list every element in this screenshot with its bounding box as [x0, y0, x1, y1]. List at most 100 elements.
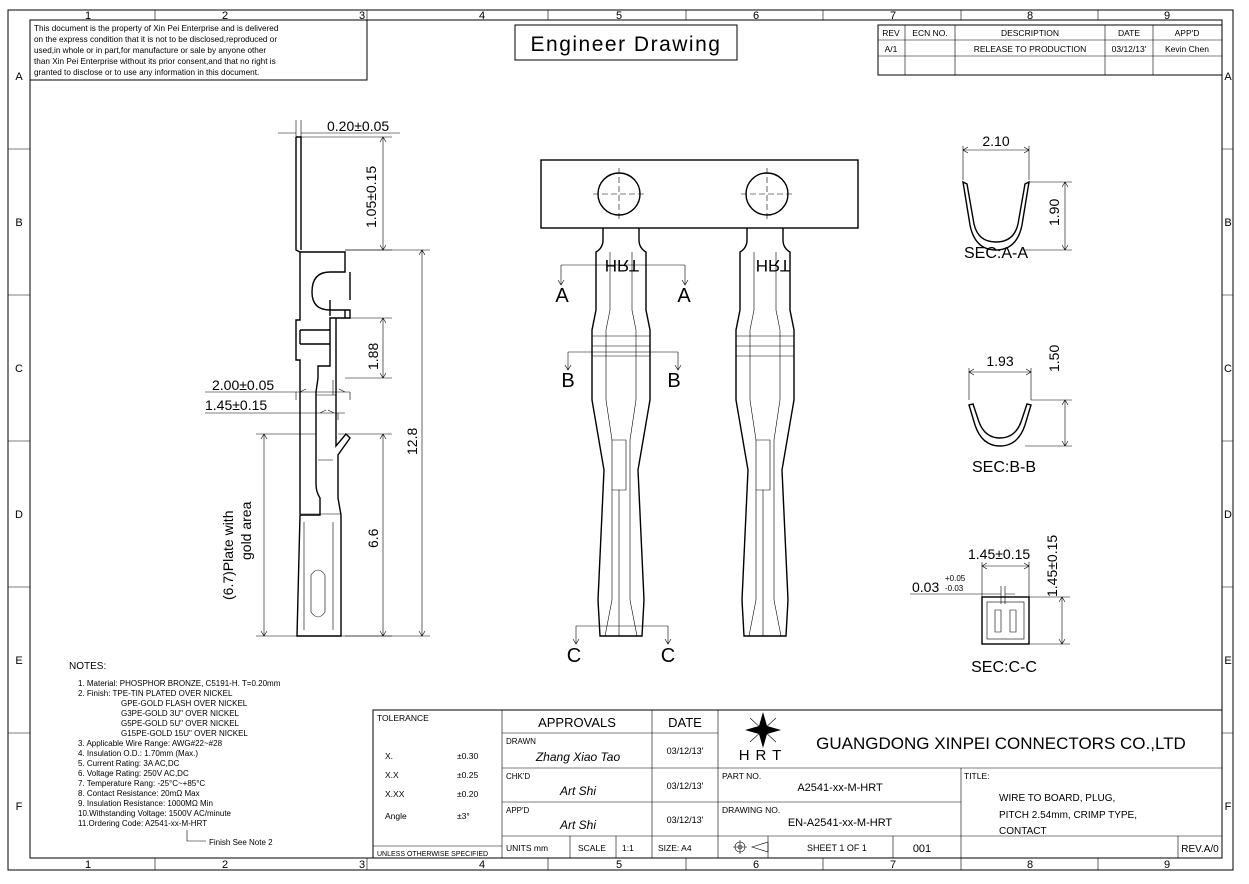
disclaimer-line: This document is the property of Xin Pei… — [34, 24, 279, 33]
scale-label: SCALE — [578, 843, 606, 853]
tol-key: X. — [385, 751, 393, 761]
scale-value: 1:1 — [622, 843, 634, 853]
disclaimer-line: used,in whole or in part,for manufacture… — [34, 46, 266, 55]
note-line: 8. Contact Resistance: 20mΩ Max — [78, 789, 200, 798]
rev-header: REV — [882, 28, 900, 38]
sec-c-gap: 0.03 — [912, 579, 939, 595]
col-label: 1 — [85, 10, 91, 22]
disclaimer-line: granted to disclose or to use any inform… — [34, 68, 259, 77]
side-view: 0.20±0.05 1.05±0.15 1.88 2.00±0.05 1.45±… — [205, 118, 430, 637]
rev-header: APP'D — [1175, 28, 1200, 38]
section-letter-c-left: C — [567, 645, 581, 667]
sec-c-gap-plus: +0.05 — [945, 574, 966, 583]
rev-header: ECN NO. — [912, 28, 947, 38]
tol-val: ±0.20 — [457, 789, 478, 799]
tolerance-label: TOLERANCE — [377, 713, 429, 723]
tol-key: X.XX — [385, 789, 405, 799]
drawn-label: DRAWN — [506, 737, 536, 746]
appd-name: Art Shi — [559, 818, 596, 832]
sec-b-height: 1.50 — [1046, 345, 1062, 372]
section-c-c: 1.45±0.15 1.45±0.15 0.03 +0.05 -0.03 SEC… — [910, 535, 1070, 676]
col-label: 6 — [753, 859, 759, 871]
rev-header: DESCRIPTION — [1001, 28, 1059, 38]
row-label: F — [1225, 801, 1232, 813]
column-labels-bottom: 1 2 3 4 5 6 7 8 9 — [85, 859, 1170, 871]
approvals-label: APPROVALS — [538, 715, 616, 730]
col-label: 3 — [359, 10, 365, 22]
col-label: 3 — [359, 859, 365, 871]
chkd-name: Art Shi — [559, 784, 596, 798]
appd-date: 03/12/13' — [667, 815, 704, 825]
dim-thickness: 0.20±0.05 — [327, 118, 389, 134]
date-label: DATE — [668, 715, 702, 730]
rev-cell: 03/12/13' — [1112, 44, 1147, 54]
top-view: HRT HRT A A B B C C — [540, 159, 859, 667]
col-label: 9 — [1164, 859, 1170, 871]
col-label: 4 — [479, 10, 485, 22]
row-label: C — [1224, 363, 1232, 375]
section-b-b: 1.93 1.50 SEC:B-B — [968, 345, 1072, 476]
col-label: 8 — [1027, 10, 1033, 22]
disclaimer-block: This document is the property of Xin Pei… — [29, 19, 368, 81]
row-labels-left: A B C D E F — [15, 71, 23, 813]
tol-val: ±0.30 — [457, 751, 478, 761]
dim-plate-label: (6.7)Plate with — [220, 511, 236, 600]
row-label: E — [15, 655, 22, 667]
note-line: GPE-GOLD FLASH OVER NICKEL — [121, 699, 248, 708]
company-name: GUANGDONG XINPEI CONNECTORS CO.,LTD — [816, 734, 1186, 753]
drawing-title: Engineer Drawing — [531, 33, 722, 56]
row-label: A — [15, 71, 23, 83]
note-line: G15PE-GOLD 15U" OVER NICKEL — [121, 729, 248, 738]
drawn-name: Zhang Xiao Tao — [535, 750, 621, 764]
sec-c-width: 1.45±0.15 — [968, 546, 1030, 562]
logo-text: HRT — [739, 747, 788, 764]
sheet-no: 001 — [913, 843, 931, 855]
dim-width-inner: 1.45±0.15 — [205, 397, 267, 413]
dim-plate-label-2: gold area — [238, 501, 254, 560]
col-label: 7 — [890, 859, 896, 871]
row-label: A — [1224, 71, 1232, 83]
size-label: SIZE: A4 — [658, 843, 692, 853]
note-line: G5PE-GOLD 5U" OVER NICKEL — [121, 719, 240, 728]
note-line: 3. Applicable Wire Range: AWG#22~#28 — [78, 739, 223, 748]
tol-val: ±3° — [457, 811, 470, 821]
notes-title: NOTES: — [69, 661, 106, 672]
finish-note: Finish See Note 2 — [209, 838, 273, 847]
note-line: 2. Finish: TPE-TIN PLATED OVER NICKEL — [78, 689, 233, 698]
drawing-no-label: DRAWING NO. — [722, 805, 780, 815]
col-label: 8 — [1027, 859, 1033, 871]
tol-key: X.X — [385, 770, 399, 780]
col-label: 2 — [222, 859, 228, 871]
row-label: F — [16, 801, 23, 813]
sec-b-label: SEC:B-B — [972, 459, 1036, 476]
sec-c-label: SEC:C-C — [971, 659, 1037, 676]
title-line: PITCH 2.54mm, CRIMP TYPE, — [999, 810, 1137, 821]
note-line: G3PE-GOLD 3U" OVER NICKEL — [121, 709, 240, 718]
part-no-label: PART NO. — [722, 771, 761, 781]
column-labels-top: 1 2 3 4 5 6 7 8 9 — [85, 10, 1170, 22]
sec-a-label: SEC:A-A — [964, 245, 1028, 262]
col-label: 9 — [1164, 10, 1170, 22]
row-label: B — [15, 217, 22, 229]
revision-table: REV ECN NO. DESCRIPTION DATE APP'D A/1 R… — [877, 24, 1223, 76]
dim-tab-length: 1.05±0.15 — [363, 166, 379, 228]
row-label: D — [15, 509, 23, 521]
tol-key: Angle — [385, 811, 407, 821]
row-label: B — [1224, 217, 1231, 229]
col-label: 5 — [616, 859, 622, 871]
row-label: E — [1224, 655, 1231, 667]
rev-cell: Kevin Chen — [1165, 44, 1209, 54]
tol-val: ±0.25 — [457, 770, 478, 780]
section-letter-b-left: B — [561, 370, 574, 392]
chkd-date: 03/12/13' — [667, 781, 704, 791]
col-label: 2 — [222, 10, 228, 22]
col-label: 4 — [479, 859, 485, 871]
sec-a-width: 2.10 — [982, 133, 1009, 149]
section-letter-c-right: C — [661, 645, 675, 667]
sec-a-height: 1.90 — [1046, 199, 1062, 226]
dim-width-outer: 2.00±0.05 — [212, 377, 274, 393]
note-line: 11.Ordering Code: A2541-xx-M-HRT — [78, 819, 207, 828]
row-labels-right: A B C D E F — [1224, 71, 1232, 813]
notes-block: NOTES: 1. Material: PHOSPHOR BRONZE, C51… — [69, 661, 281, 847]
col-label: 7 — [890, 10, 896, 22]
